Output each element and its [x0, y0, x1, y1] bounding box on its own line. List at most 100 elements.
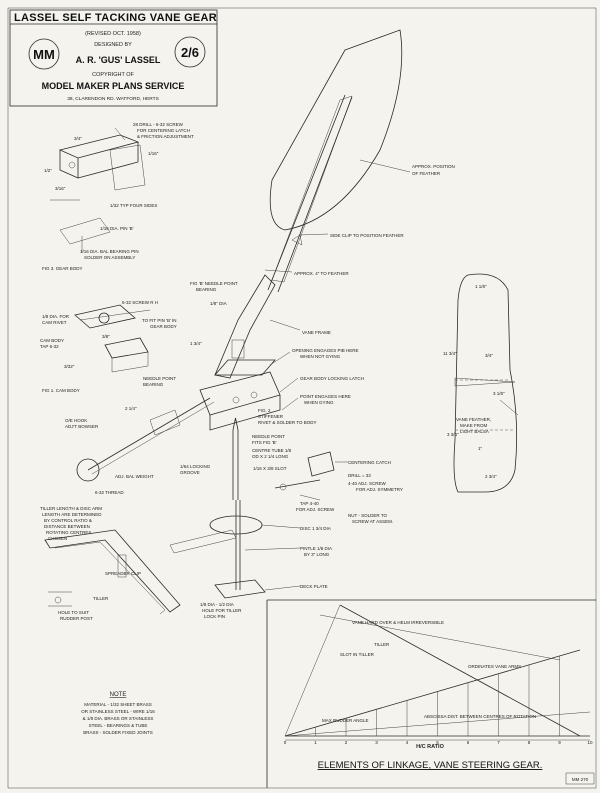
label-needle-point-bearing: NEEDLE POINT [143, 376, 176, 381]
linkage-tick-7: 7 [497, 740, 500, 745]
label-spreader-clip: SPREADER CLIP [105, 571, 141, 576]
title-text: LASSEL SELF TACKING VANE GEAR [14, 12, 217, 24]
corner-code-box [565, 772, 595, 785]
label-hole-tiller-1: 1/8 DIA - 1/2 DIA [200, 602, 234, 607]
linkage-tick-5: 5 [436, 740, 439, 745]
label-locking-groove-1: 1/64 LOCKING [180, 464, 211, 469]
linkage-max-rudder: MAX RUDDER ANGLE [322, 718, 369, 723]
label-nut-solder-2: SCREW AT ASSEM. [352, 519, 393, 524]
note-line-3: & 1/8 DIA. BRASS OR STAINLESS [83, 716, 154, 721]
svg-text:1 1/8": 1 1/8" [475, 284, 487, 289]
label-hole-tiller-3: LOCK PIN [204, 614, 225, 619]
linkage-tick-8: 8 [528, 740, 531, 745]
svg-text:1/2": 1/2" [44, 168, 52, 173]
price-text: 2/6 [181, 45, 199, 60]
linkage-vane-hard-over: VANE HARD OVER & HELM IRREVERSIBLE [352, 620, 444, 625]
label-stiffener-1: STIFFENER [258, 414, 284, 419]
designer-name: A. R. 'GUS' LASSEL [76, 55, 161, 65]
label-drill-screw: 28 DRILL - 6-32 SCREW [133, 122, 184, 127]
label-pintle-1: PINTLE 1/8 DIA [300, 546, 332, 551]
svg-text:3/4": 3/4" [74, 136, 82, 141]
centre-tube-and-disc [169, 417, 266, 599]
linkage-tick-9: 9 [558, 740, 561, 745]
label-tiller-note-4: DISTANCE BETWEEN [44, 524, 90, 529]
label-opening-2: WHEN NOT GYING [300, 354, 341, 359]
label-pin-b: 1/16 DIA. PIN 'B' [100, 226, 134, 231]
label-needle-bearing-2: BEARING [143, 382, 164, 387]
vane-feather-outline [453, 273, 518, 493]
feather-dimensions: 1 1/8" 11 3/4" 3/4" 3 1/8" 3 3/4" 1" 2 3… [443, 284, 505, 479]
label-tiller-note-2: LENGTH ARE DETERMINED [42, 512, 102, 517]
svg-text:2 1/4": 2 1/4" [125, 406, 137, 411]
revised-text: (REVISED OCT. 1958) [85, 31, 141, 37]
label-drill-screw-2: FOR CENTERING LATCH [137, 128, 190, 133]
label-point-engages-2: WHEN GYING [304, 400, 334, 405]
label-nut-solder-1: NUT - SOLDER TO [348, 513, 388, 518]
label-vane-frame: VANE FRAME [302, 330, 331, 335]
label-hole-tiller-2: HOLE FOR TILLER [202, 608, 242, 613]
label-approx-feather-1: APPROX. POSITION [412, 164, 455, 169]
label-side-clip: SIDE CLIP TO POSITION FEATHER [330, 233, 404, 238]
svg-text:3/8": 3/8" [102, 334, 110, 339]
linkage-tick-10: 10 [587, 740, 593, 745]
label-centre-tube-2: OD X 2 1/4 LONG [252, 454, 289, 459]
svg-text:1": 1" [478, 446, 483, 451]
label-gear-body-latch: GEAR BODY LOCKING LATCH [300, 376, 364, 381]
mm-logo [28, 38, 60, 70]
svg-text:1 3/4": 1 3/4" [190, 341, 202, 346]
linkage-slot-in-tiller: SLOT IN TILLER [340, 652, 375, 657]
svg-text:2 3/4": 2 3/4" [485, 474, 497, 479]
label-adj-screw-2: FOR ADJ. SYMMETRY [356, 487, 403, 492]
linkage-tiller: TILLER [374, 642, 390, 647]
label-tiller: TILLER [93, 596, 109, 601]
title-block-frame [9, 9, 218, 107]
publisher-name: MODEL MAKER PLANS SERVICE [42, 81, 185, 91]
svg-text:1/8" DIA: 1/8" DIA [210, 301, 227, 306]
label-tiller-note-3: BY CONTROL RATIO & [44, 518, 92, 523]
label-adj-screw-1: 4-40 ADJ. SCREW [348, 481, 387, 486]
label-fig-b-needle: FIG 'B' NEEDLE POINT [190, 281, 238, 286]
material-note: NOTE MATERIAL - 1/32 SHEET BRASS OR STAI… [81, 692, 155, 735]
note-heading: NOTE [110, 692, 127, 698]
svg-text:3 1/8": 3 1/8" [493, 391, 505, 396]
linkage-tick-4: 4 [406, 740, 409, 745]
ordinate-lines [315, 655, 560, 736]
label-pintle-2: BY 3" LONG [304, 552, 330, 557]
label-dia-cam-rivet: 1/8 DIA. FOR [42, 314, 70, 319]
tiller-line [284, 649, 581, 737]
label-needle-point-2: FITS FIG 'B' [252, 440, 277, 445]
balance-weight-rod [76, 397, 215, 482]
linkage-tick-0: 0 [284, 740, 287, 745]
label-hole-suit-2: RUDDER POST [60, 616, 93, 621]
label-hook-1: O/E HOOK [65, 418, 87, 423]
linkage-tick-6: 6 [467, 740, 470, 745]
label-needle-point-1: NEEDLE POINT [252, 434, 285, 439]
linkage-x-label: H/C RATIO [416, 744, 444, 750]
copyright-label: COPYRIGHT OF [92, 72, 134, 78]
label-point-engages-1: POINT ENGAGES HERE [300, 394, 351, 399]
label-tiller-note-1: TILLER LENGTH & DISC ARM [40, 506, 102, 511]
label-approx-feather-2: OF FEATHER [412, 171, 441, 176]
mm-logo-text: MM [33, 47, 55, 62]
svg-text:3/32": 3/32" [64, 364, 75, 369]
label-bal-bearing-pin: 1/16 DIA. BAL BEARING PIN [80, 249, 139, 254]
note-line-5: BRASS - SOLDER FIXED JOINTS [83, 730, 153, 735]
label-screw-rh: 6-32 SCREW R H [122, 300, 158, 305]
label-tap-440-2: FOR ADJ. SCREW [296, 507, 335, 512]
linkage-title: ELEMENTS OF LINKAGE, VANE STEERING GEAR. [318, 760, 543, 771]
label-to-fit-pin: TO FIT PIN 'B' IN [142, 318, 177, 323]
title-block: LASSEL SELF TACKING VANE GEAR (REVISED O… [9, 9, 218, 107]
note-line-1: MATERIAL - 1/32 SHEET BRASS [84, 702, 151, 707]
svg-text:3 3/4": 3 3/4" [447, 432, 459, 437]
label-tap-440-1: TAP 4-40 [300, 501, 319, 506]
svg-text:3/4": 3/4" [485, 353, 493, 358]
label-fig1: FIG 1. CAM BODY [42, 388, 80, 393]
vane-frame-assembly [199, 274, 281, 431]
label-typ-four-sides: 1/32 TYP FOUR SIDES [110, 203, 157, 208]
label-disc: DISC 1 3/4 DIA [300, 526, 331, 531]
label-locking-groove-2: GROOVE [180, 470, 200, 475]
